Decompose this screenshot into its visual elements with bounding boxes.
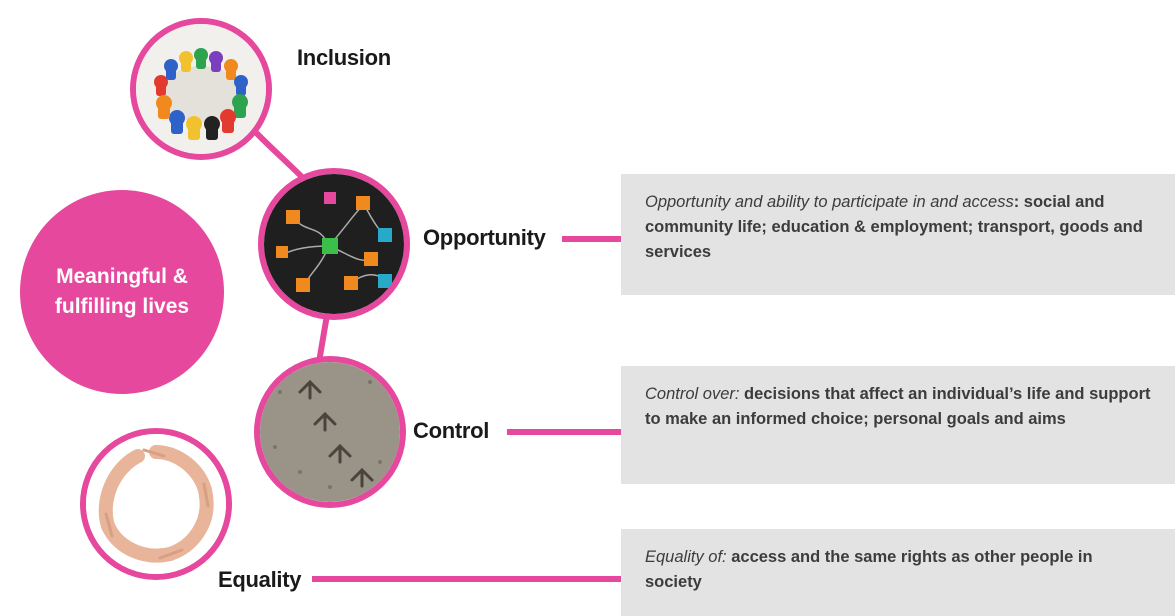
footprints-in-sand-icon [260, 362, 400, 502]
inclusion-label: Inclusion [297, 45, 391, 70]
control-label: Control [413, 418, 490, 443]
hub-label-line-2: fulfilling lives [54, 295, 190, 318]
hub-label: Meaningful & fulfilling lives [42, 262, 202, 322]
joined-hands-circle-icon [86, 434, 226, 574]
equality-connector [312, 576, 622, 582]
inclusion-image [130, 18, 272, 160]
hub-label-line-1: Meaningful & [56, 265, 188, 288]
equality-label: Equality [218, 567, 302, 592]
control-image [254, 356, 406, 508]
control-description-text: decisions that affect an individual’s li… [645, 385, 1151, 428]
opportunity-description-lead: Opportunity and ability to participate i… [645, 193, 1014, 211]
equality-image [80, 428, 232, 580]
opportunity-label: Opportunity [423, 225, 546, 250]
equality-description-lead: Equality of: [645, 548, 727, 566]
circle-of-game-pieces-icon [136, 24, 266, 154]
opportunity-image [258, 168, 410, 320]
control-description-box: Control over: decisions that affect an i… [621, 366, 1175, 484]
equality-description-box: Equality of: access and the same rights … [621, 529, 1175, 616]
opportunity-description-text: : social and community life; education &… [645, 193, 1143, 261]
sticky-notes-network-icon [264, 174, 404, 314]
control-description-lead: Control over: [645, 385, 740, 403]
opportunity-description-box: Opportunity and ability to participate i… [621, 174, 1175, 295]
control-connector [507, 429, 622, 435]
opportunity-connector [562, 236, 622, 242]
equality-description-text: access and the same rights as other peop… [645, 548, 1093, 591]
hub-circle: Meaningful & fulfilling lives [20, 190, 224, 394]
